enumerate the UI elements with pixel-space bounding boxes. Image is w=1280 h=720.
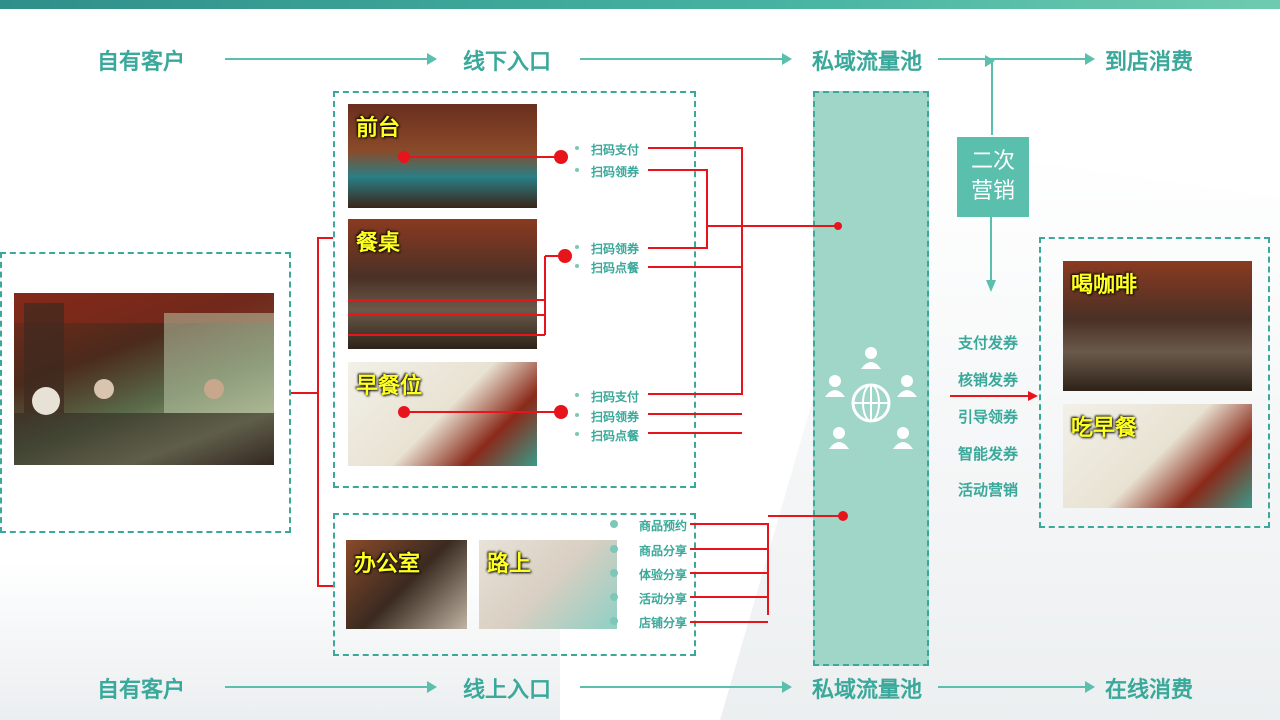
flow-bottom-start: 自有客户 bbox=[97, 678, 186, 703]
online-action-share-store: 店铺分享 bbox=[639, 616, 688, 630]
bullet bbox=[610, 545, 618, 553]
flow-arrow bbox=[225, 53, 437, 65]
flow-top-start: 自有客户 bbox=[97, 50, 186, 75]
breakfast-stand-photo: 早餐位 bbox=[348, 362, 537, 466]
coffee-photo: 喝咖啡 bbox=[1063, 261, 1252, 391]
breakfast-photo: 吃早餐 bbox=[1063, 404, 1252, 508]
spot-label-coffee: 喝咖啡 bbox=[1071, 273, 1138, 298]
action-breakfast-order: 扫码点餐 bbox=[591, 429, 640, 443]
action-front-desk-coupon: 扫码领券 bbox=[591, 165, 640, 179]
secondary-marketing-line2: 营销 bbox=[970, 179, 1015, 204]
bullet bbox=[610, 520, 618, 528]
flow-top-end: 到店消费 bbox=[1105, 50, 1194, 75]
top-accent-bar bbox=[0, 0, 1280, 9]
bullet bbox=[575, 146, 579, 150]
action-breakfast-pay: 扫码支付 bbox=[591, 390, 640, 404]
flow-arrow bbox=[580, 53, 792, 65]
office-photo: 办公室 bbox=[346, 540, 467, 629]
bullet bbox=[575, 245, 579, 249]
action-front-desk-pay: 扫码支付 bbox=[591, 143, 640, 157]
bullet bbox=[575, 432, 579, 436]
bullet bbox=[610, 593, 618, 601]
spot-label-road: 路上 bbox=[487, 552, 532, 577]
flow-bottom-pool: 私域流量池 bbox=[812, 678, 923, 703]
online-action-reserve: 商品预约 bbox=[639, 519, 688, 533]
online-entry-box bbox=[333, 513, 696, 656]
spot-label-office: 办公室 bbox=[354, 552, 421, 577]
flow-arrow bbox=[938, 681, 1095, 693]
action-table-coupon: 扫码领券 bbox=[591, 242, 640, 256]
spot-label-front-desk: 前台 bbox=[356, 116, 401, 141]
action-breakfast-coupon: 扫码领券 bbox=[591, 410, 640, 424]
spot-label-breakfast: 早餐位 bbox=[356, 374, 423, 399]
offline-entry-box bbox=[333, 91, 696, 488]
online-action-share-product: 商品分享 bbox=[639, 544, 688, 558]
secondary-marketing-line1: 二次 bbox=[970, 149, 1015, 174]
spot-label-dining-table: 餐桌 bbox=[356, 231, 401, 256]
bullet bbox=[610, 617, 618, 625]
online-action-share-experience: 体验分享 bbox=[639, 568, 688, 582]
flow-arrow bbox=[580, 681, 792, 693]
spot-label-breakfast-consume: 吃早餐 bbox=[1071, 416, 1138, 441]
flow-arrow bbox=[938, 53, 1095, 65]
bullet bbox=[610, 569, 618, 577]
network-users-icon bbox=[825, 347, 917, 449]
on-the-road-photo: 路上 bbox=[479, 540, 617, 629]
own-customers-box bbox=[0, 252, 291, 533]
flow-arrow bbox=[225, 681, 437, 693]
secondary-marketing-box: 二次 营销 bbox=[957, 137, 1029, 217]
action-table-order: 扫码点餐 bbox=[591, 261, 640, 275]
bullet bbox=[575, 413, 579, 417]
cafe-interior-photo bbox=[14, 293, 274, 465]
marketing-action-smart-coupon: 智能发券 bbox=[958, 445, 1019, 463]
flow-bottom-end: 在线消费 bbox=[1105, 678, 1194, 703]
dining-table-photo: 餐桌 bbox=[348, 219, 537, 349]
flow-bottom-entry: 线上入口 bbox=[463, 678, 552, 703]
marketing-action-guide-coupon: 引导领券 bbox=[958, 408, 1019, 426]
marketing-action-pay-coupon: 支付发券 bbox=[958, 334, 1019, 352]
private-traffic-pool bbox=[813, 91, 929, 666]
bullet bbox=[575, 393, 579, 397]
flow-top-entry: 线下入口 bbox=[463, 50, 552, 75]
store-consumption-box bbox=[1039, 237, 1270, 528]
marketing-action-event: 活动营销 bbox=[958, 481, 1019, 499]
bullet bbox=[575, 168, 579, 172]
marketing-action-redeem-coupon: 核销发券 bbox=[958, 371, 1019, 389]
bullet bbox=[575, 264, 579, 268]
online-action-share-event: 活动分享 bbox=[639, 592, 688, 606]
marketing-connector bbox=[985, 55, 995, 135]
flow-top-pool: 私域流量池 bbox=[812, 50, 923, 75]
